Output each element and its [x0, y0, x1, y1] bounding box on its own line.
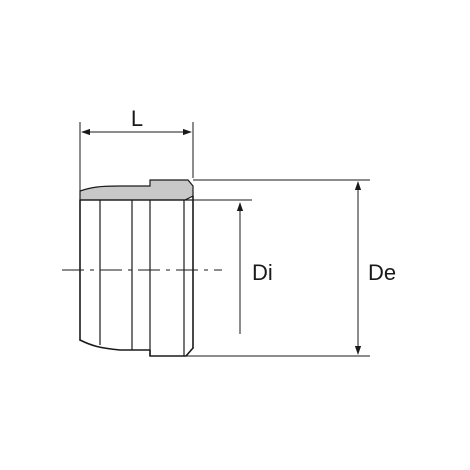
outer-diameter-label: De: [368, 260, 396, 285]
wall-cross-section: [79, 179, 194, 201]
length-dimension: L: [79, 106, 194, 196]
fitting-body-outline: [79, 195, 194, 357]
length-label: L: [131, 106, 143, 131]
outer-diameter-dimension: De: [186, 179, 396, 357]
inner-diameter-label: Di: [252, 260, 273, 285]
inner-diameter-dimension: Di: [193, 199, 273, 334]
